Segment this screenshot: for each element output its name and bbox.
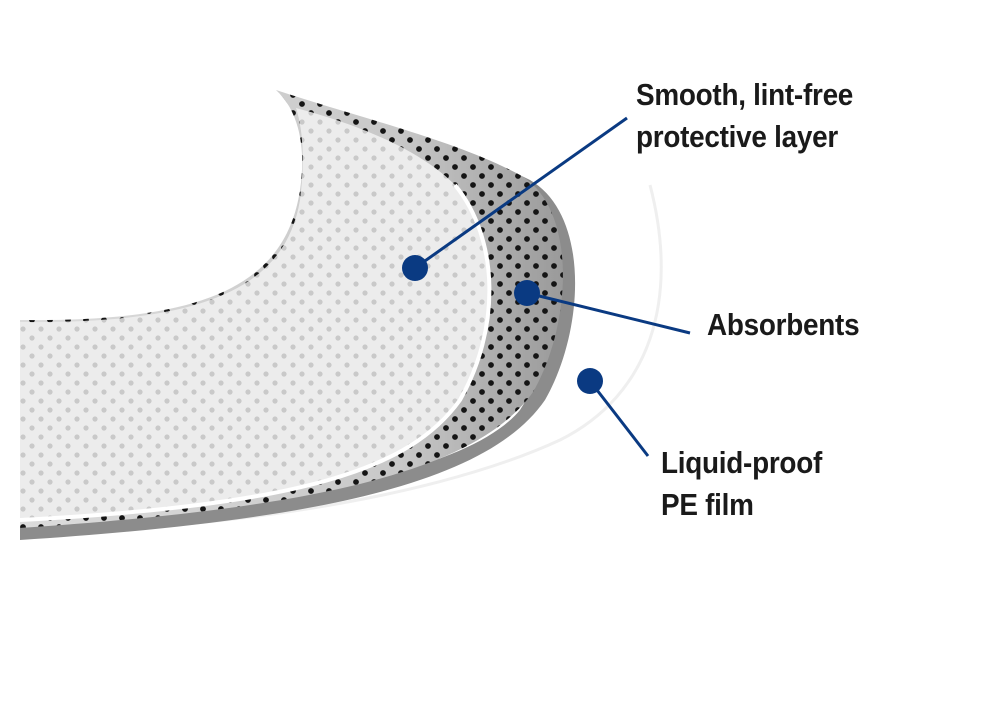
label-absorbents-line1: Absorbents xyxy=(707,307,860,342)
callout-absorbents xyxy=(514,280,691,335)
label-protective-layer: Smooth, lint-free protective layer xyxy=(636,74,853,158)
label-pe-film-line1: Liquid-proof xyxy=(661,445,823,480)
label-protective-line1: Smooth, lint-free xyxy=(636,77,854,112)
label-absorbents: Absorbents xyxy=(707,304,860,346)
callout-protective-layer xyxy=(402,116,628,281)
callout-pe-film xyxy=(577,368,650,457)
label-protective-line2: protective layer xyxy=(636,119,838,154)
label-pe-film-line2: PE film xyxy=(661,487,754,522)
label-pe-film: Liquid-proof PE film xyxy=(661,442,822,526)
